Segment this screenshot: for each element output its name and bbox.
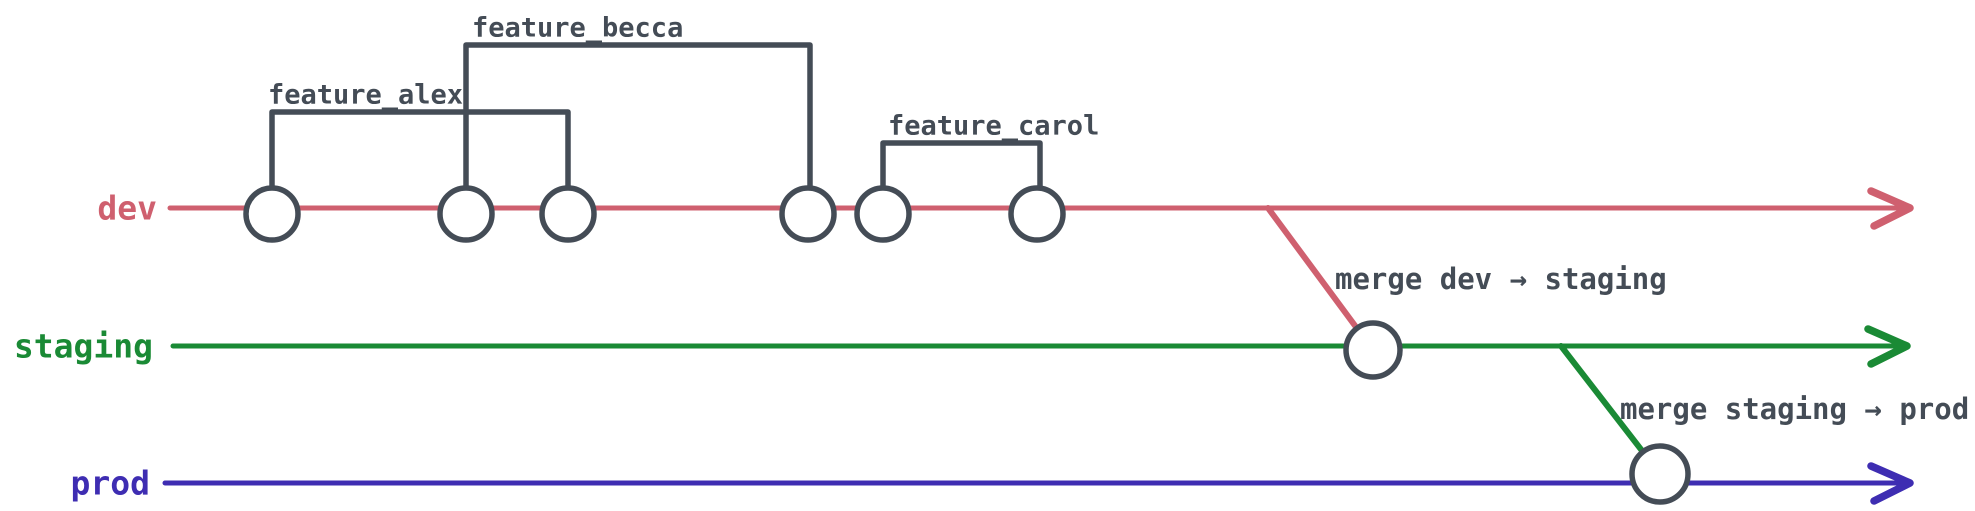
feature-bracket-carol — [880, 140, 1043, 193]
feature-bracket-becca — [463, 42, 813, 193]
dev-commit-circle-6 — [1008, 185, 1066, 243]
commit-circles-layer — [243, 185, 1691, 505]
dev-commit-circle-1 — [243, 185, 301, 243]
branch-label-dev: dev — [97, 189, 157, 228]
branch-label-staging: staging — [14, 327, 153, 366]
dev-commit-circle-4 — [779, 185, 837, 243]
merge-lines-layer — [1265, 205, 1663, 477]
dev-commit-circle-5 — [854, 185, 912, 243]
prod-arrowhead-icon — [1867, 462, 1914, 505]
feature-label-carol: feature_carol — [888, 111, 1099, 142]
dev-arrowhead-icon — [1867, 187, 1914, 230]
dev-commit-circle-2 — [437, 185, 495, 243]
feature-bracket-alex — [269, 109, 571, 193]
merge-label-staging-to-prod: merge staging → prod — [1620, 392, 1969, 426]
merge-label-dev-to-staging: merge dev → staging — [1335, 262, 1667, 296]
feature-label-alex: feature_alex — [268, 80, 463, 111]
branch-label-prod: prod — [71, 464, 150, 503]
dev-commit-circle-3 — [539, 185, 597, 243]
merge-commit-circle-dev-to-staging — [1343, 320, 1403, 380]
labels-layer: dev staging prod feature_alex feature_be… — [14, 13, 1969, 503]
feature-label-becca: feature_becca — [472, 13, 683, 44]
feature-brackets-layer — [269, 42, 1043, 193]
staging-arrowhead-icon — [1864, 325, 1911, 368]
merge-commit-circle-staging-to-prod — [1629, 443, 1691, 505]
